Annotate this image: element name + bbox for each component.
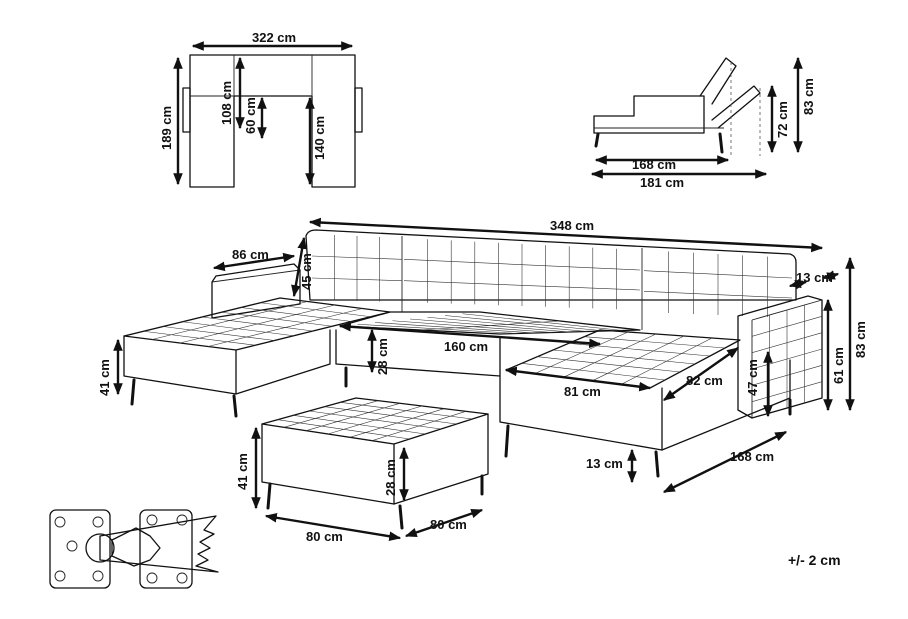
top-view bbox=[182, 54, 363, 188]
label-chaise-seat-w: 81 cm bbox=[564, 384, 601, 399]
side-view-dimension-lines bbox=[590, 56, 803, 179]
label-side-depth: 168 cm bbox=[632, 157, 677, 172]
label-side-seat-height: 72 cm bbox=[775, 101, 790, 138]
label-chaise-length: 168 cm bbox=[730, 449, 775, 464]
label-top-chaise-depth: 140 cm bbox=[312, 115, 327, 160]
label-seat-cushion: 28 cm bbox=[375, 338, 390, 375]
label-arm-width: 13 cm bbox=[796, 270, 833, 285]
label-seat-width: 160 cm bbox=[444, 339, 489, 354]
label-ottoman-depth: 80 cm bbox=[430, 517, 467, 532]
label-arm-height: 61 cm bbox=[831, 347, 846, 384]
side-view bbox=[593, 57, 761, 156]
label-side-total-height: 83 cm bbox=[801, 78, 816, 115]
label-chaise-seat-d: 82 cm bbox=[686, 373, 723, 388]
main-dimension-lines bbox=[113, 217, 855, 541]
label-ottoman-width: 80 cm bbox=[306, 529, 343, 544]
label-top-seat-depth: 60 cm bbox=[243, 97, 258, 134]
top-view-dimension-lines bbox=[173, 41, 354, 186]
tolerance-note: +/- 2 cm bbox=[788, 552, 841, 568]
label-total-height: 83 cm bbox=[853, 321, 868, 358]
label-sofa-width: 348 cm bbox=[550, 218, 595, 233]
label-seat-height: 41 cm bbox=[97, 359, 112, 396]
label-ottoman-height: 41 cm bbox=[235, 453, 250, 490]
label-top-width: 322 cm bbox=[252, 30, 297, 45]
label-arm-inner: 47 cm bbox=[745, 359, 760, 396]
mechanism-detail bbox=[49, 509, 219, 589]
label-top-inner-depth: 108 cm bbox=[219, 80, 234, 125]
ottoman-drawing bbox=[261, 397, 489, 530]
label-top-depth: 189 cm bbox=[159, 105, 174, 150]
label-ottoman-cushion: 28 cm bbox=[383, 459, 398, 496]
label-back-height: 45 cm bbox=[299, 253, 314, 290]
label-leg-height: 13 cm bbox=[586, 456, 623, 471]
label-side-total-depth: 181 cm bbox=[640, 175, 685, 190]
label-chaise-width: 86 cm bbox=[232, 247, 269, 262]
